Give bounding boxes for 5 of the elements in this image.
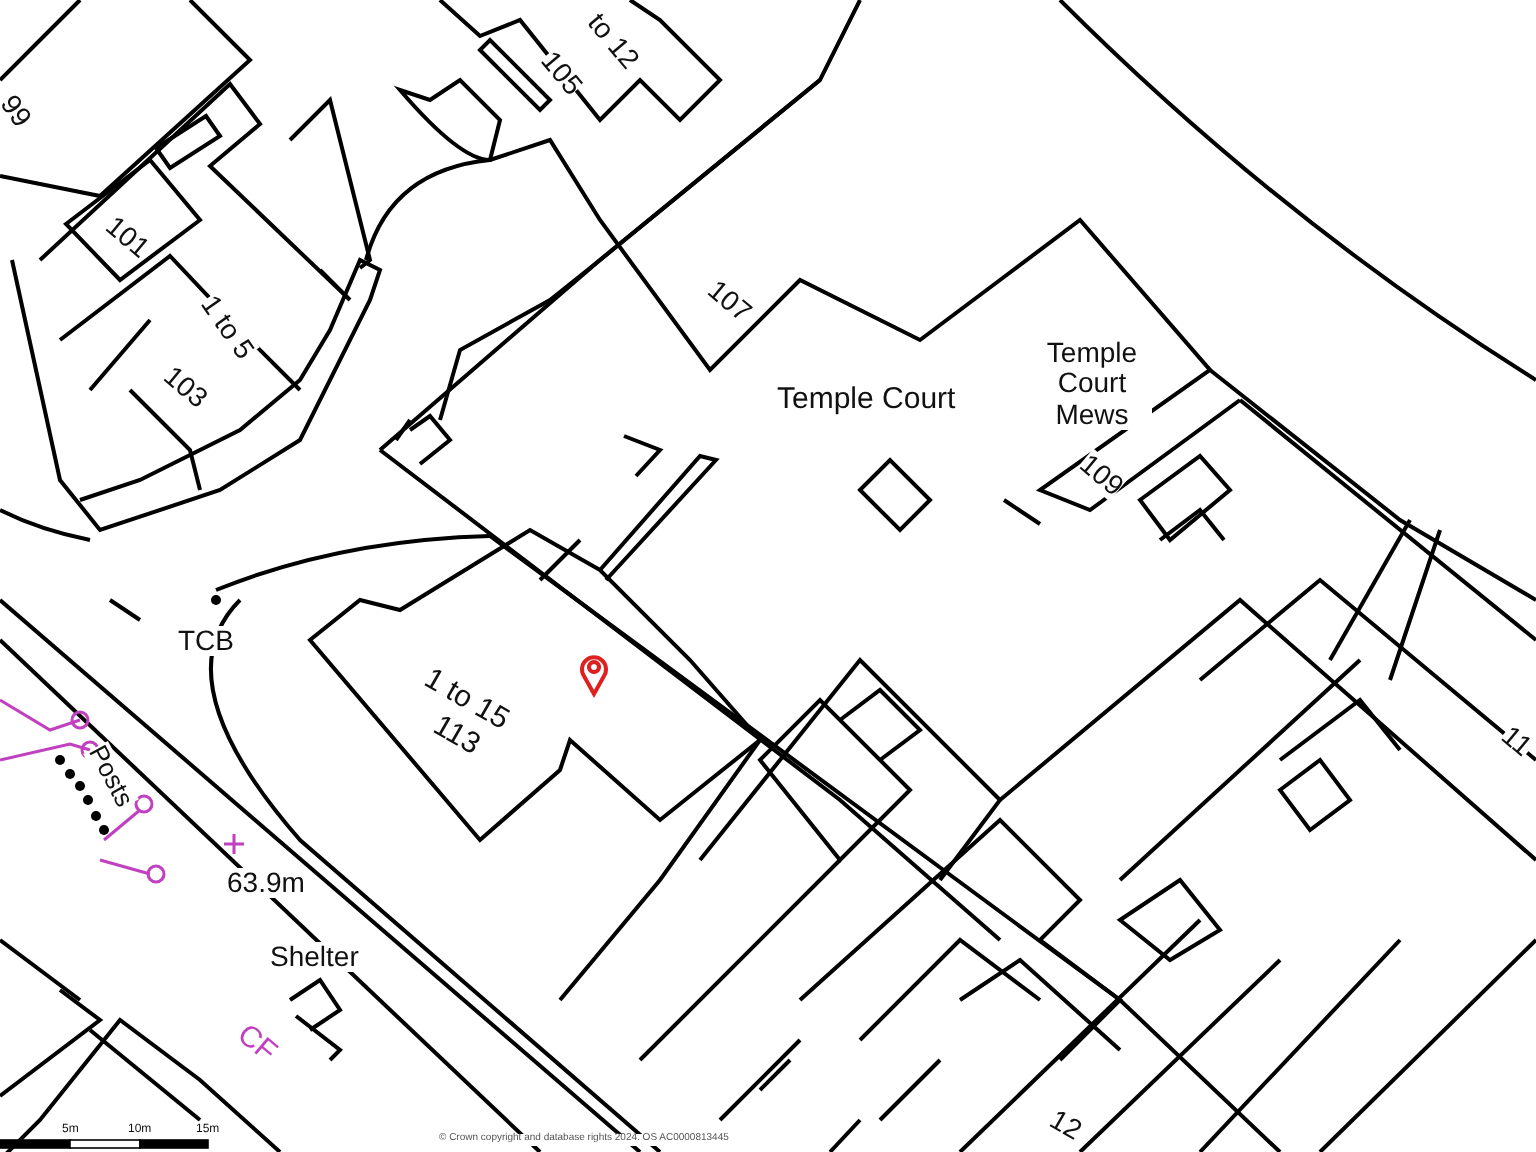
building-name: Temple Court [777,383,956,416]
house-number: 109 [1072,447,1129,502]
spot-height: 63.9m [227,867,305,898]
feature-label: TCB [178,625,234,656]
feature-label: Shelter [270,941,359,972]
